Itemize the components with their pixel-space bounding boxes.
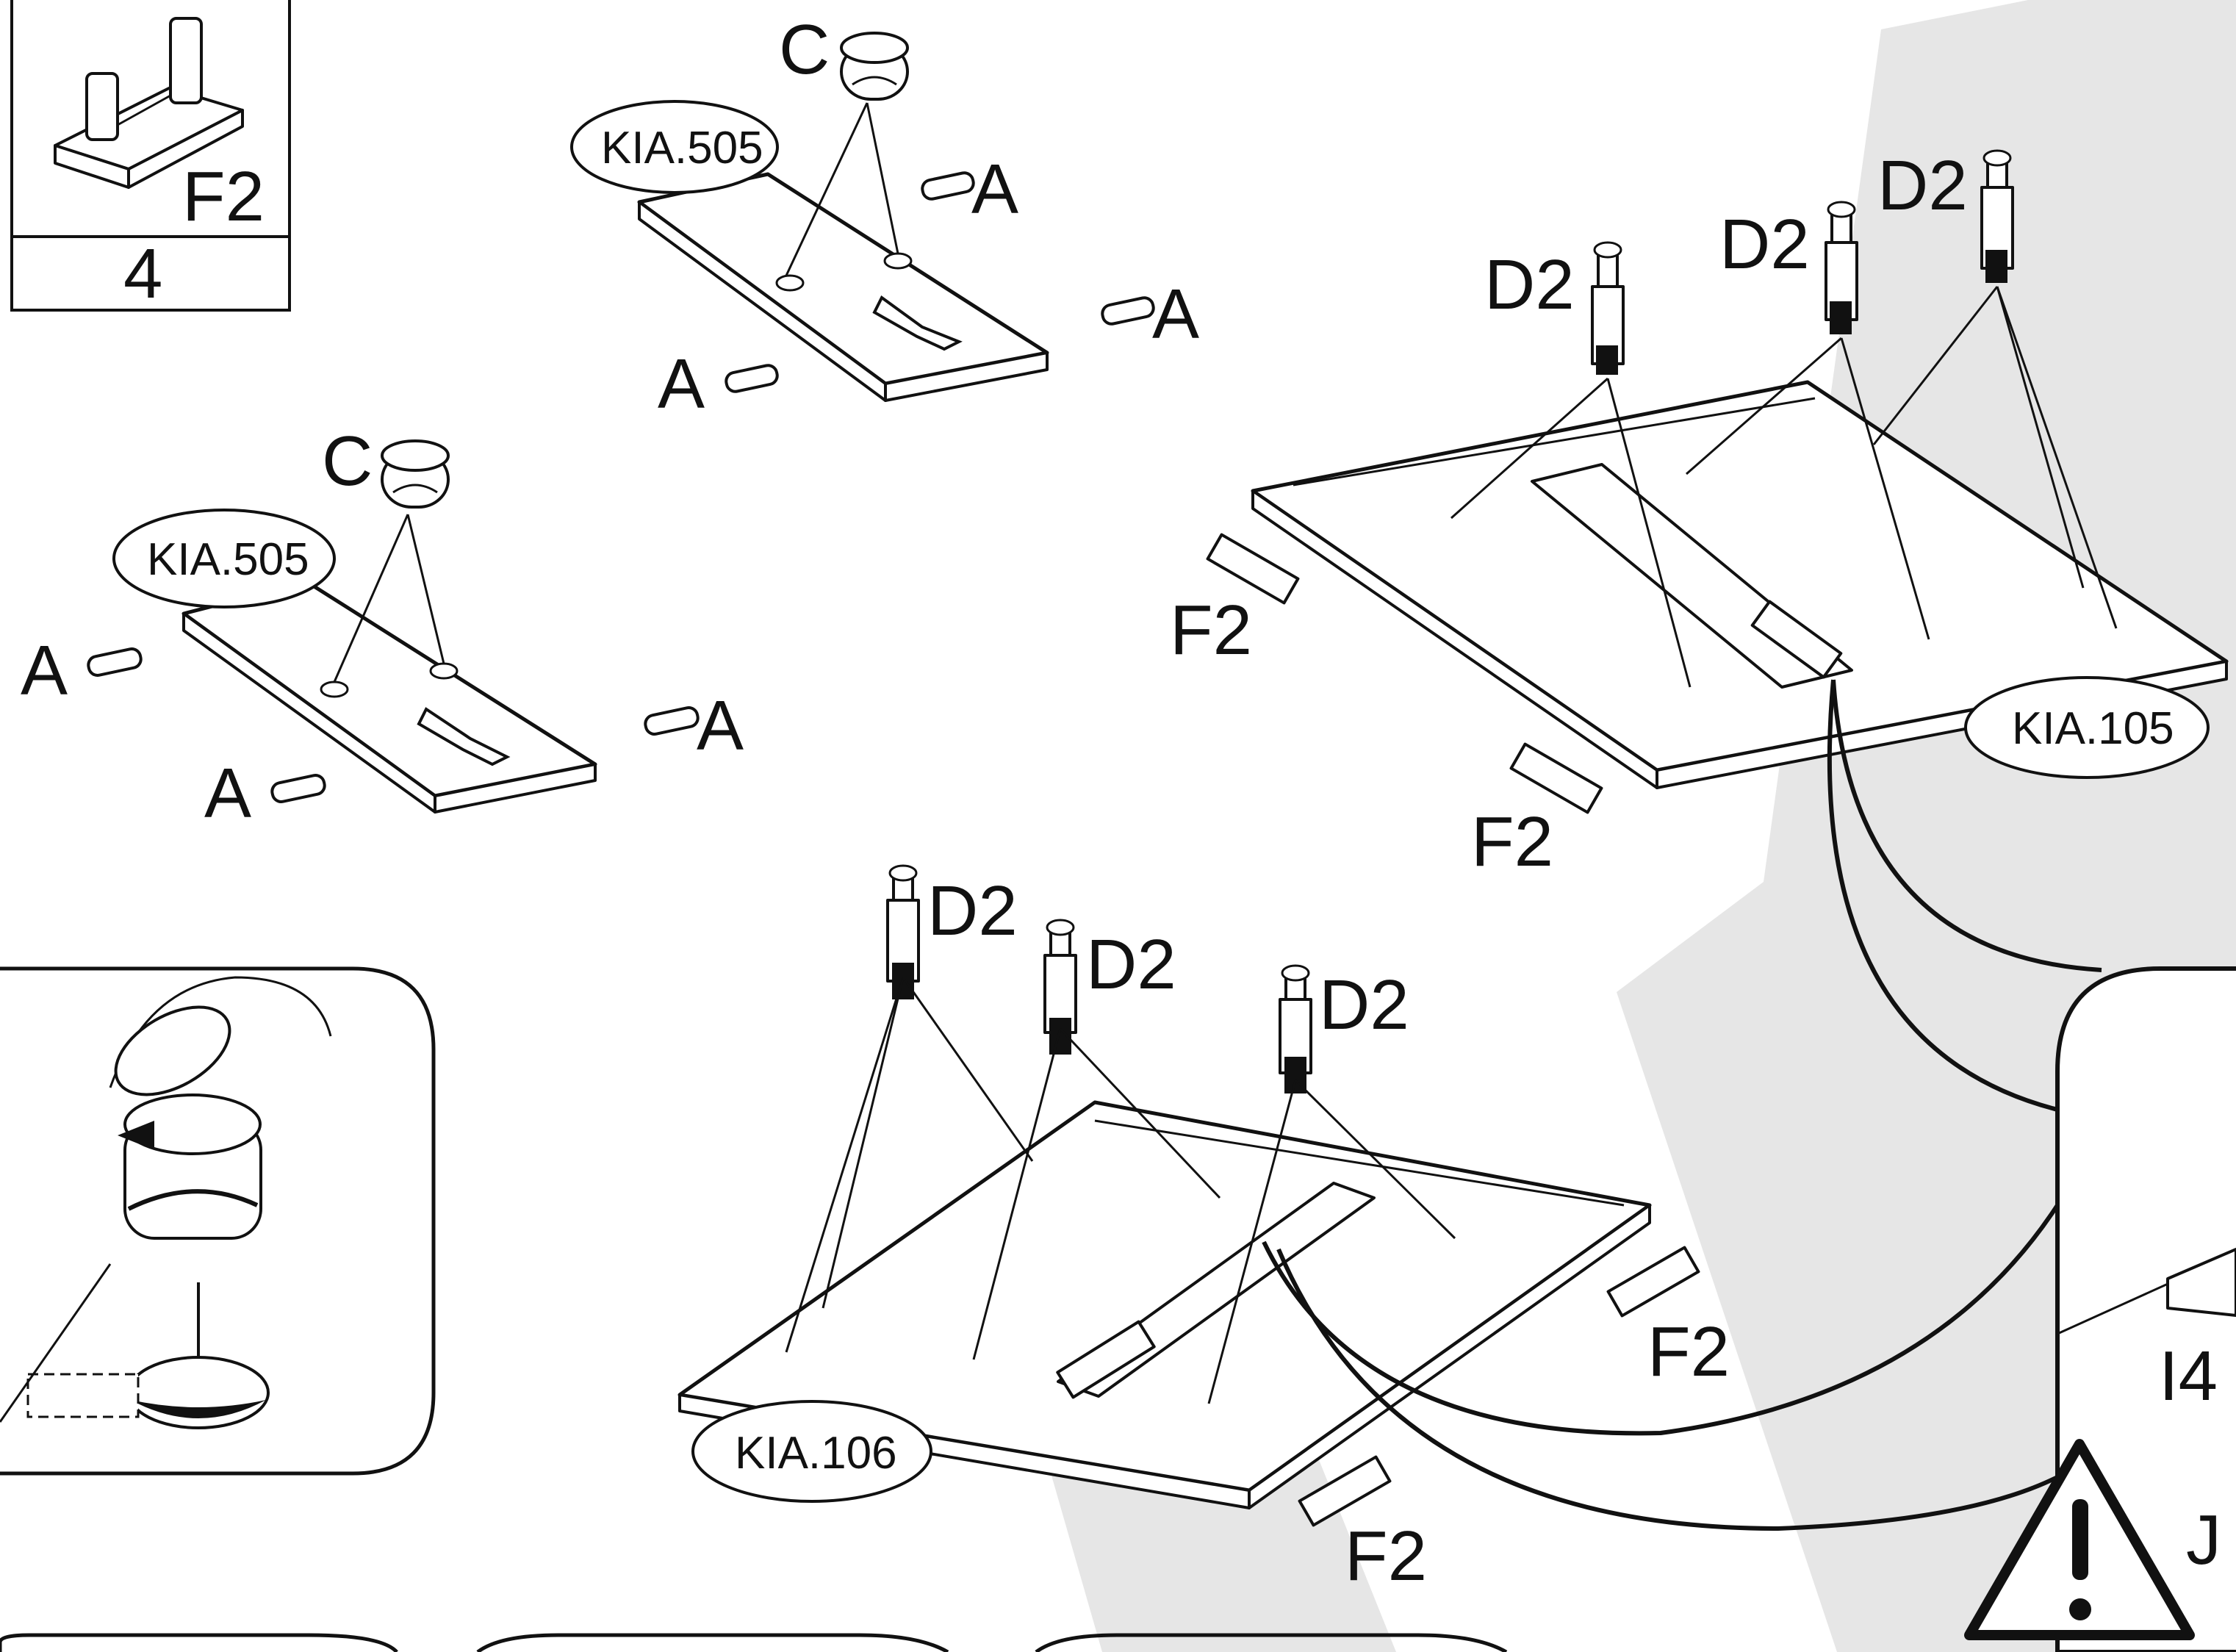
label-foot-right-2: F2	[1471, 802, 1553, 881]
foot-part-icon	[54, 17, 244, 189]
label-dowel-left-2: A	[697, 686, 744, 765]
label-side-right: KIA.105	[2012, 703, 2174, 754]
label-dowel-left-3: A	[204, 754, 251, 833]
label-shelf-left: KIA.505	[147, 534, 309, 585]
label-bolt-bottom-2: D2	[1086, 925, 1176, 1004]
label-bolt-right-3: D2	[1877, 146, 1968, 225]
label-foot-bottom-1: F2	[1647, 1312, 1730, 1391]
panel-shelf-top: KIA.505 C A A A	[570, 10, 1199, 423]
label-dowel-left-1: A	[21, 631, 68, 710]
label-foot-bottom-2: F2	[1345, 1517, 1427, 1595]
bolt-icon	[1825, 201, 1858, 334]
cam-lock-icon	[840, 32, 909, 101]
cam-lock-icon	[118, 1093, 262, 1240]
label-warning: J	[2186, 1501, 2221, 1579]
label-bolt-bottom-1: D2	[927, 872, 1018, 950]
label-dowel-top-2: A	[1152, 275, 1199, 353]
parts-box-code: F2	[182, 157, 265, 236]
label-shelf-top: KIA.505	[601, 123, 763, 173]
press-detail-inset	[0, 966, 436, 1476]
parts-box-quantity: 4	[123, 234, 162, 313]
label-bolt-right-1: D2	[1484, 245, 1575, 324]
bolt-icon	[1980, 149, 2014, 283]
label-cam-left: C	[322, 422, 373, 500]
label-cam-top: C	[779, 10, 830, 89]
label-detail-part: I4	[2159, 1337, 2218, 1415]
label-bolt-bottom-3: D2	[1319, 966, 1409, 1044]
bolt-icon	[1279, 964, 1312, 1093]
cam-lock-icon	[381, 439, 450, 509]
bolt-icon	[1043, 919, 1077, 1055]
label-dowel-top-1: A	[971, 150, 1018, 229]
finger-press-icon	[109, 976, 332, 1096]
panel-side-right: D2 D2 D2 F2 F2 KIA.105	[1170, 146, 2229, 881]
bolt-icon	[1591, 241, 1625, 375]
warning-icon	[1964, 1439, 2195, 1640]
right-detail-inset: I4 J	[1964, 966, 2236, 1652]
bottom-step-boxes	[0, 1633, 1508, 1652]
panel-shelf-left: KIA.505 C A A A	[21, 422, 744, 833]
panel-side-bottom: D2 D2 D2 F2 F2 KIA.106	[677, 864, 1730, 1595]
label-dowel-top-3: A	[658, 345, 705, 423]
label-foot-right-1: F2	[1170, 591, 1252, 669]
label-bolt-right-2: D2	[1719, 205, 1810, 284]
label-side-bottom: KIA.106	[735, 1428, 897, 1479]
parts-box: F2 4	[10, 0, 291, 313]
